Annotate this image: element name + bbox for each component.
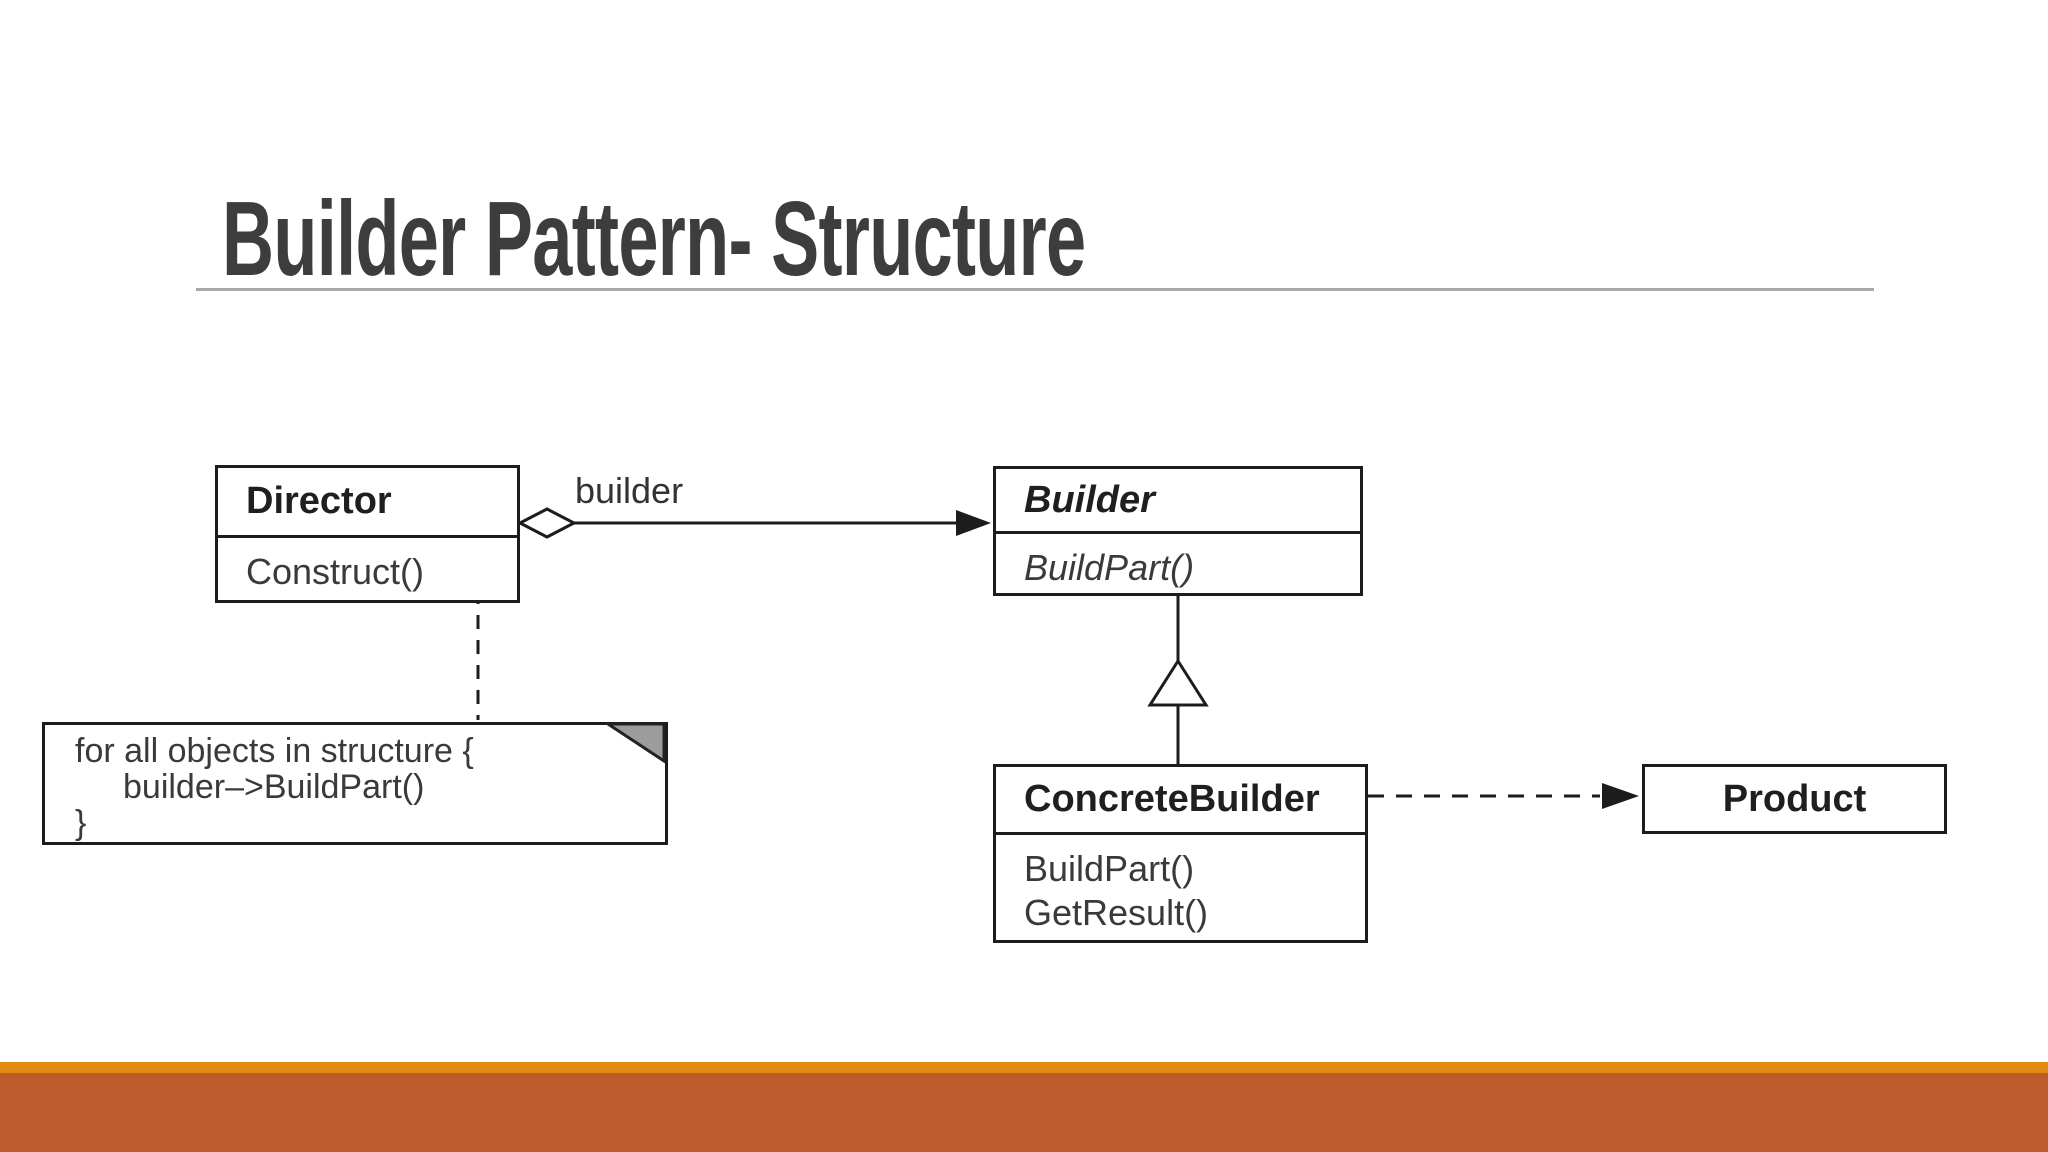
association-label-builder: builder [575, 470, 684, 511]
product-class-box: Product [1642, 764, 1947, 834]
concrete-builder-class-box: ConcreteBuilder BuildPart() GetResult() [993, 764, 1368, 943]
page-title: Builder Pattern- Structure [222, 180, 1086, 298]
note-line: } [75, 804, 87, 842]
director-class-box: Director Construct() [215, 465, 520, 603]
concrete-builder-methods: BuildPart() GetResult() [996, 832, 1365, 935]
concrete-builder-method-buildpart: BuildPart() [1024, 848, 1195, 889]
concrete-builder-method-getresult: GetResult() [1024, 892, 1209, 933]
director-method-construct: Construct() [218, 535, 517, 594]
association-arrowhead-icon [956, 510, 991, 536]
note-fold-icon [606, 722, 666, 764]
bottom-accent-strip [0, 1062, 2048, 1073]
builder-class-box: Builder BuildPart() [993, 466, 1363, 596]
builder-method-buildpart: BuildPart() [996, 531, 1360, 590]
director-class-name: Director [246, 480, 392, 522]
concrete-builder-class-name: ConcreteBuilder [1024, 778, 1320, 820]
product-class-name: Product [1722, 777, 1867, 820]
aggregation-diamond-icon [516, 507, 578, 539]
dependency-arrowhead-icon [1602, 783, 1639, 809]
note-line: for all objects in structure { [75, 732, 474, 770]
bottom-accent-bar [0, 1073, 2048, 1152]
note-box: for all objects in structure { builder–>… [42, 722, 668, 845]
generalization-triangle-icon [1147, 658, 1209, 707]
note-line: builder–>BuildPart() [123, 768, 425, 806]
title-underline [196, 288, 1874, 291]
builder-class-name: Builder [1024, 478, 1155, 521]
